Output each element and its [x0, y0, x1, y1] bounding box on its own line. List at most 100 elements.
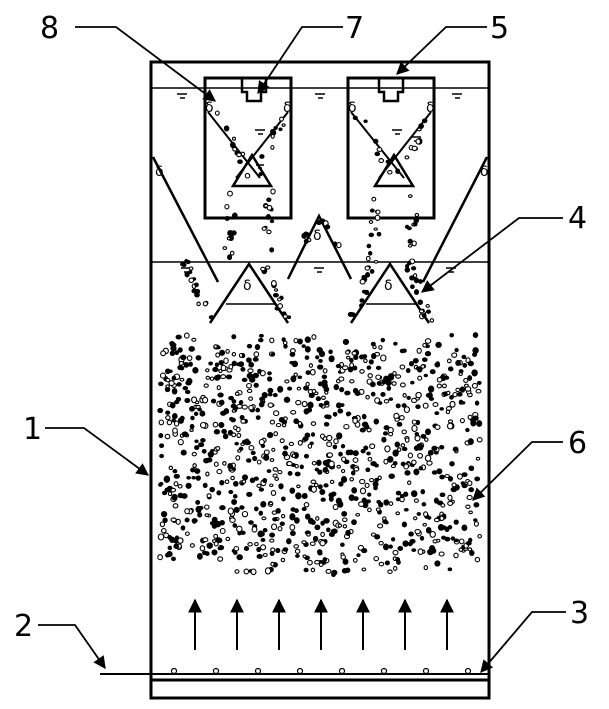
particle: [199, 410, 206, 417]
particle: [198, 505, 204, 510]
particle: [171, 388, 178, 395]
particle: [333, 438, 339, 445]
particle: [407, 452, 414, 459]
particle: [465, 427, 470, 433]
particle: [401, 429, 407, 435]
leader-line-7: [257, 26, 343, 95]
particle: [423, 373, 428, 378]
particle: [206, 493, 212, 499]
particle: [383, 375, 390, 382]
particle: [174, 535, 180, 541]
particle: [172, 469, 178, 474]
particle: [198, 442, 205, 448]
particle: [273, 431, 279, 437]
particle: [405, 367, 411, 374]
particle: [260, 544, 267, 551]
particle: [295, 399, 302, 406]
particle: [423, 511, 429, 517]
particle: [267, 371, 272, 376]
particle: [407, 480, 412, 486]
particle: [269, 419, 276, 425]
particle: [435, 341, 442, 349]
particle: [453, 552, 459, 559]
particle: [307, 401, 314, 409]
particle: [392, 449, 399, 457]
particle: [273, 125, 278, 130]
particle: [477, 533, 483, 539]
particle: [219, 349, 226, 356]
particle: [404, 155, 410, 160]
particle: [230, 417, 236, 423]
svg-text:δ: δ: [155, 164, 164, 180]
particle: [195, 499, 201, 505]
wall-markers: δ δ δ δ δ δ δ δ δ: [155, 100, 489, 294]
particle: [412, 357, 419, 364]
particle: [314, 524, 321, 531]
particle: [415, 391, 422, 399]
particle: [472, 347, 479, 354]
particle: [164, 487, 171, 493]
particle: [314, 559, 321, 565]
particle: [318, 358, 323, 363]
particle: [255, 415, 261, 420]
particle: [296, 386, 302, 391]
label-7: 7: [345, 11, 364, 46]
particle: [277, 469, 283, 475]
particle: [231, 467, 237, 472]
particle: [158, 481, 164, 486]
particle: [428, 396, 435, 401]
particle: [321, 395, 326, 400]
particle: [171, 375, 177, 381]
particle: [455, 360, 461, 366]
particle: [328, 496, 334, 502]
particle: [412, 221, 418, 227]
particle: [397, 545, 404, 551]
particle: [204, 504, 210, 510]
label-5: 5: [490, 11, 509, 46]
particle: [363, 424, 370, 430]
particle: [192, 367, 199, 374]
particle: [220, 364, 227, 372]
particle: [281, 123, 286, 127]
particle: [410, 284, 415, 290]
particle: [366, 365, 372, 370]
particle: [165, 377, 171, 383]
particle: [319, 540, 326, 547]
particle: [194, 445, 200, 451]
particle: [431, 470, 438, 475]
particle: [205, 368, 210, 373]
particle: [410, 266, 417, 271]
particle: [326, 414, 332, 420]
particle: [413, 498, 419, 503]
particle: [314, 467, 320, 472]
particle: [436, 383, 442, 389]
particle: [193, 411, 199, 416]
particle: [332, 444, 338, 450]
particle: [280, 514, 286, 519]
particle: [177, 484, 183, 489]
particle: [475, 388, 482, 394]
particle: [378, 344, 383, 350]
particle: [352, 417, 358, 424]
particle: [458, 538, 465, 545]
particle: [167, 545, 173, 551]
particle: [217, 392, 224, 398]
particle: [295, 492, 302, 500]
particle: [294, 463, 299, 469]
particle: [270, 561, 275, 567]
particle: [268, 501, 274, 506]
particle: [385, 159, 390, 164]
particle: [331, 571, 336, 578]
particle: [281, 423, 287, 428]
particle: [246, 388, 253, 394]
particle: [263, 449, 270, 456]
particle: [165, 384, 170, 389]
particle: [424, 338, 432, 344]
particle: [256, 546, 262, 553]
particle: [258, 333, 264, 338]
particle: [418, 279, 423, 284]
particle: [217, 556, 224, 562]
particle: [369, 443, 376, 450]
particle: [296, 484, 301, 489]
